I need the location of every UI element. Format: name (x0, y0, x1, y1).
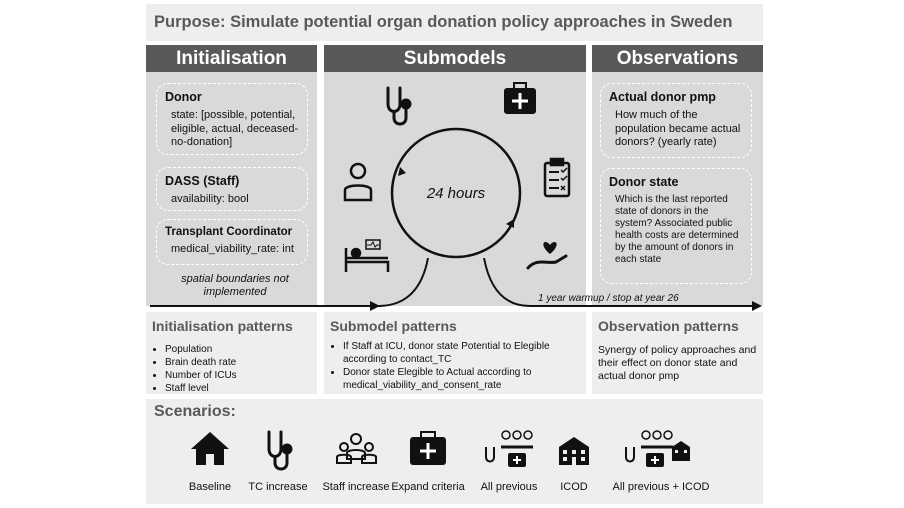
submodels-header-text: Submodels (403, 47, 507, 69)
donor-state-box: Donor state Which is the last reported s… (600, 168, 752, 284)
observations-header-text: Observations (616, 47, 739, 69)
exit-curve (483, 257, 760, 307)
submodel-patterns-panel: Submodel patterns If Staff at ICU, donor… (324, 312, 586, 394)
list-item: If Staff at ICU, donor state Potential t… (343, 340, 580, 366)
exit-arrow (752, 301, 762, 311)
initialisation-header: Initialisation (146, 45, 317, 72)
combined-hospital-icon (625, 430, 690, 467)
submodels-header: Submodels (324, 45, 586, 72)
medical-kit-icon (504, 82, 536, 114)
list-item: Number of ICUs (165, 369, 311, 382)
scenarios-panel: Scenarios: (146, 399, 763, 504)
init-patterns-list: Population Brain death rate Number of IC… (152, 343, 311, 395)
donor-state-title: Donor state (609, 175, 679, 189)
scenario-tc-increase: TC increase (238, 481, 318, 493)
donor-box: Donor state: [possible, potential, eligi… (156, 83, 308, 155)
stethoscope-icon (386, 86, 412, 126)
observation-patterns-text: Synergy of policy approaches and their e… (598, 344, 757, 382)
cycle-arrow-left (398, 167, 406, 176)
staff-group-icon (336, 433, 377, 464)
tc-title: Transplant Coordinator (165, 226, 293, 238)
medical-kit-icon (410, 431, 446, 465)
list-item: Staff level (165, 382, 311, 395)
scenario-label: Baseline (188, 481, 232, 493)
pmp-title: Actual donor pmp (609, 90, 716, 104)
entry-curve (150, 257, 429, 307)
observation-patterns-title: Observation patterns (598, 318, 739, 334)
initialisation-patterns-panel: Initialisation patterns Population Brain… (146, 312, 317, 394)
doctor-icon (343, 162, 373, 202)
submodel-patterns-title: Submodel patterns (330, 318, 457, 334)
scenario-label: All previous (480, 481, 538, 493)
scenario-label: TC increase (248, 481, 308, 493)
stethoscope-icon (267, 430, 293, 471)
purpose-text: Purpose: Simulate potential organ donati… (154, 13, 733, 31)
list-item: Donor state Elegible to Actual according… (343, 366, 580, 392)
submodel-patterns-list: If Staff at ICU, donor state Potential t… (330, 340, 580, 392)
observation-patterns-panel: Observation patterns Synergy of policy a… (592, 312, 763, 394)
scenario-icod: ICOD (534, 481, 614, 493)
scenario-baseline: Baseline (170, 481, 250, 493)
init-patterns-title: Initialisation patterns (152, 318, 293, 334)
hand-heart-icon (526, 241, 568, 270)
submodels-panel (324, 72, 586, 306)
timeline-label: 1 year warmup / stop at year 26 (538, 293, 679, 304)
scenario-expand-criteria: Expand criteria (388, 481, 468, 493)
actual-donor-pmp-box: Actual donor pmp How much of the populat… (600, 83, 752, 158)
pmp-text: How much of the population became actual… (615, 109, 741, 148)
hospital-building-icon (559, 437, 589, 465)
donor-state-text: Which is the last reported state of dono… (615, 194, 739, 265)
cycle-arrow-right (506, 219, 514, 228)
clipboard-icon (543, 157, 571, 198)
initialisation-panel (146, 72, 317, 306)
scenario-all-previous-icod: All previous + ICOD (601, 481, 721, 493)
entry-arrow (370, 301, 380, 311)
purpose-banner: Purpose: Simulate potential organ donati… (146, 4, 763, 41)
transplant-coordinator-box: Transplant Coordinator medical_viability… (156, 219, 308, 265)
dass-title: DASS (Staff) (165, 174, 240, 188)
donor-title: Donor (165, 90, 202, 104)
cycle-label: 24 hours (426, 185, 486, 202)
dass-text: availability: bool (171, 193, 249, 205)
spatial-note: spatial boundaries not implemented (181, 273, 289, 298)
dass-box: DASS (Staff) availability: bool (156, 167, 308, 211)
scenario-staff-increase: Staff increase (316, 481, 396, 493)
scenario-label: Expand criteria (391, 481, 465, 493)
observations-header: Observations (592, 45, 763, 72)
scenario-icons (191, 430, 690, 471)
scenario-label: ICOD (560, 481, 588, 493)
donor-text: state: [possible, potential, eligible, a… (171, 109, 299, 148)
scenario-label: All previous + ICOD (612, 481, 710, 493)
scenarios-title: Scenarios: (154, 403, 236, 420)
cycle-circle (390, 127, 522, 259)
house-icon (191, 432, 229, 465)
observations-panel (592, 72, 763, 306)
hospital-bed-icon (344, 239, 390, 272)
list-item: Brain death rate (165, 356, 311, 369)
combined-icon (485, 430, 533, 467)
scenario-label: Staff increase (322, 481, 390, 493)
initialisation-header-text: Initialisation (176, 47, 287, 69)
list-item: Population (165, 343, 311, 356)
tc-text: medical_viability_rate: int (171, 243, 294, 255)
scenario-all-previous: All previous (469, 481, 549, 493)
